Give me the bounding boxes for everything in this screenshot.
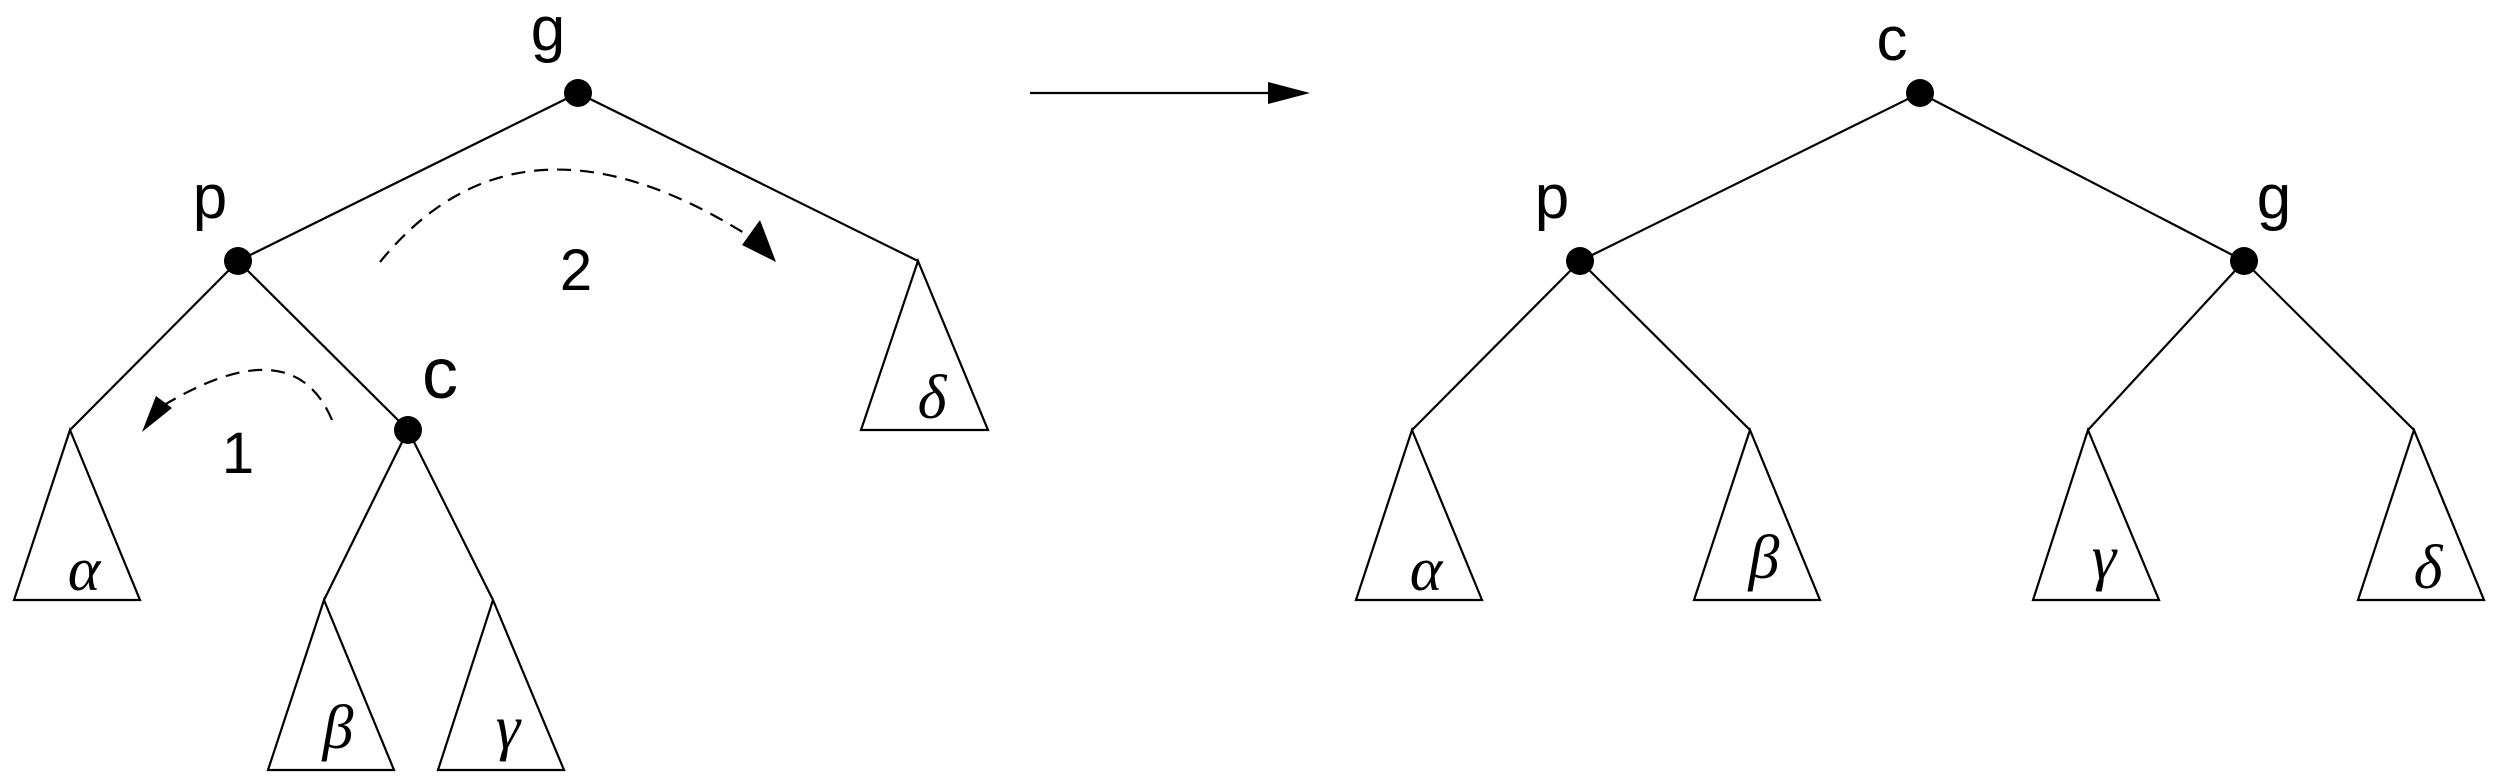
- before-tree: α β γ δ g p c 1 2: [12, 0, 990, 772]
- node-c-label-after: c: [1877, 5, 1908, 74]
- edge-p-alpha-after: [1411, 260, 1581, 431]
- node-p-label: p: [193, 163, 227, 232]
- subtree-gamma-triangle-after: [2031, 426, 2161, 602]
- subtree-alpha-label-after: α: [1410, 536, 1444, 604]
- subtree-gamma-label-after: γ: [2092, 524, 2118, 592]
- node-g-label-after: g: [2257, 163, 2291, 232]
- node-p-label-after: p: [1535, 163, 1569, 232]
- edge-c-p: [1579, 92, 1921, 262]
- edge-p-beta-after: [1579, 260, 1751, 431]
- edge-p-alpha: [69, 260, 239, 431]
- rotation-2-label: 2: [560, 238, 592, 303]
- subtree-alpha-triangle-after: [1354, 426, 1484, 602]
- node-g-label: g: [531, 0, 565, 64]
- edge-g-delta: [577, 92, 919, 262]
- subtree-delta-label: δ: [918, 364, 948, 432]
- rotation-2-arrowhead: [742, 220, 776, 262]
- subtree-alpha-label: α: [68, 536, 102, 604]
- subtree-delta-triangle-after: [2356, 426, 2486, 602]
- subtree-beta-triangle: [266, 596, 396, 772]
- rotation-1-label: 1: [222, 421, 254, 486]
- subtree-gamma-triangle: [436, 596, 566, 772]
- edge-c-gamma: [407, 429, 494, 601]
- subtree-gamma-label: γ: [496, 694, 522, 762]
- node-c-label: c: [422, 334, 458, 414]
- subtree-delta-label-after: δ: [2414, 534, 2444, 602]
- rotation-1-arc: [155, 368, 334, 421]
- node-c: [394, 416, 422, 444]
- subtree-beta-label: β: [322, 694, 354, 762]
- rotation-1-arrowhead: [142, 396, 172, 432]
- subtree-beta-label-after: β: [1748, 524, 1780, 592]
- edge-g-delta-after: [2243, 260, 2415, 431]
- node-c-after: [1906, 79, 1934, 107]
- subtree-alpha-triangle: [12, 426, 142, 602]
- edge-g-gamma-after: [2087, 260, 2245, 431]
- node-p-after: [1566, 247, 1594, 275]
- edge-g-p: [237, 92, 579, 262]
- transform-arrow: [1030, 82, 1310, 104]
- edge-c-beta: [323, 429, 409, 601]
- edge-c-g: [1919, 92, 2245, 262]
- subtree-beta-triangle-after: [1692, 426, 1822, 602]
- transform-arrow-head: [1268, 82, 1310, 104]
- node-g: [564, 79, 592, 107]
- rotation-2-arc: [379, 168, 753, 263]
- node-g-after: [2230, 247, 2258, 275]
- after-tree: α β γ δ c p g: [1354, 5, 2486, 604]
- subtree-delta-triangle: [859, 257, 990, 432]
- edge-p-c: [237, 260, 409, 431]
- node-p: [224, 247, 252, 275]
